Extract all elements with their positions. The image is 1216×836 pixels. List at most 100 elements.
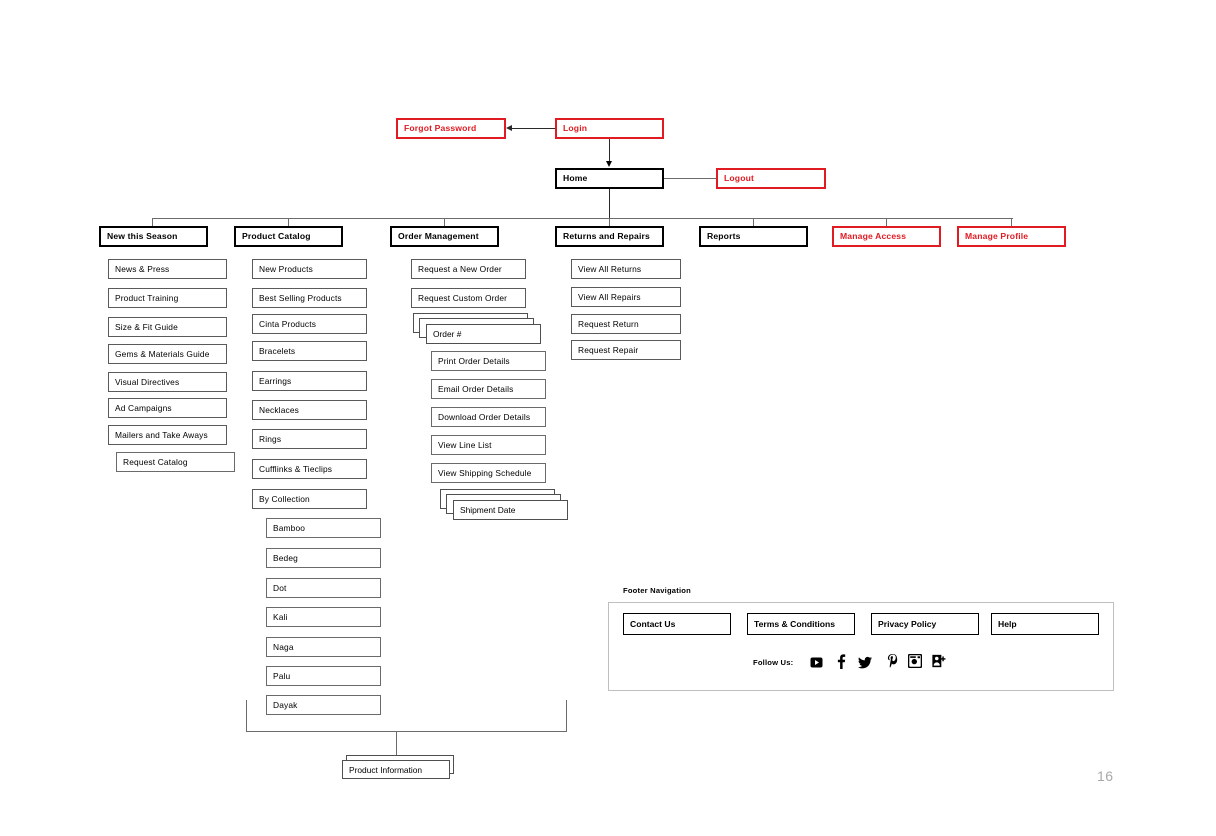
node-view-all-repairs[interactable]: View All Repairs [571, 287, 681, 307]
node-label: Product Catalog [242, 230, 311, 241]
youtube-icon[interactable] [809, 655, 823, 669]
node-collection-dot[interactable]: Dot [266, 578, 381, 598]
stack-front[interactable]: Product Information [342, 760, 450, 779]
connector-home-down [609, 189, 610, 218]
node-shipment-date-stack[interactable]: Shipment Date [440, 489, 575, 521]
connector-login-to-forgot [512, 128, 555, 129]
node-collection-dayak[interactable]: Dayak [266, 695, 381, 715]
node-visual-directives[interactable]: Visual Directives [108, 372, 227, 392]
node-label: Cufflinks & Tieclips [259, 463, 333, 474]
node-new-this-season[interactable]: New this Season [99, 226, 208, 247]
node-rings[interactable]: Rings [252, 429, 367, 449]
node-label: Palu [273, 670, 291, 681]
node-returns-and-repairs[interactable]: Returns and Repairs [555, 226, 664, 247]
footer-button-help[interactable]: Help [991, 613, 1099, 635]
node-collection-kali[interactable]: Kali [266, 607, 381, 627]
node-product-training[interactable]: Product Training [108, 288, 227, 308]
node-view-all-returns[interactable]: View All Returns [571, 259, 681, 279]
node-label: Email Order Details [438, 383, 514, 394]
node-label: Bamboo [273, 522, 306, 533]
footer-button-privacy-policy[interactable]: Privacy Policy [871, 613, 979, 635]
node-download-order-details[interactable]: Download Order Details [431, 407, 546, 427]
node-request-custom-order[interactable]: Request Custom Order [411, 288, 526, 308]
connector-home-to-logout [664, 178, 716, 179]
connector-product-info-bus [246, 731, 567, 732]
connector-drop-6 [886, 218, 887, 226]
node-ad-campaigns[interactable]: Ad Campaigns [108, 398, 227, 418]
twitter-icon[interactable] [858, 655, 872, 669]
node-order-number-stack[interactable]: Order # [413, 313, 548, 345]
node-label: Visual Directives [115, 376, 180, 387]
node-label: View All Repairs [578, 291, 641, 302]
node-request-repair[interactable]: Request Repair [571, 340, 681, 360]
node-request-return[interactable]: Request Return [571, 314, 681, 334]
node-label: Order Management [398, 230, 479, 241]
node-collection-bedeg[interactable]: Bedeg [266, 548, 381, 568]
node-collection-bamboo[interactable]: Bamboo [266, 518, 381, 538]
node-label: Request Return [578, 318, 639, 329]
node-label: By Collection [259, 493, 310, 504]
node-earrings[interactable]: Earrings [252, 371, 367, 391]
node-label: Naga [273, 641, 294, 652]
footer-button-label: Contact Us [630, 619, 676, 629]
node-label: View All Returns [578, 263, 642, 274]
node-manage-access[interactable]: Manage Access [832, 226, 941, 247]
node-best-selling-products[interactable]: Best Selling Products [252, 288, 367, 308]
node-logout[interactable]: Logout [716, 168, 826, 189]
stack-front[interactable]: Shipment Date [453, 500, 568, 520]
footer-button-label: Terms & Conditions [754, 619, 836, 629]
node-view-shipping-schedule[interactable]: View Shipping Schedule [431, 463, 546, 483]
node-new-products[interactable]: New Products [252, 259, 367, 279]
node-label: Shipment Date [460, 505, 516, 515]
connector-drop-5 [753, 218, 754, 226]
node-label: Dayak [273, 699, 298, 710]
node-print-order-details[interactable]: Print Order Details [431, 351, 546, 371]
arrow-to-home [605, 161, 612, 167]
node-news-and-press[interactable]: News & Press [108, 259, 227, 279]
footer-button-contact-us[interactable]: Contact Us [623, 613, 731, 635]
facebook-icon[interactable] [834, 653, 848, 669]
stack-front[interactable]: Order # [426, 324, 541, 344]
node-product-catalog[interactable]: Product Catalog [234, 226, 343, 247]
node-label: Earrings [259, 375, 292, 386]
node-request-a-new-order[interactable]: Request a New Order [411, 259, 526, 279]
node-cufflinks-and-tieclips[interactable]: Cufflinks & Tieclips [252, 459, 367, 479]
page-number: 16 [1097, 768, 1114, 784]
node-manage-profile[interactable]: Manage Profile [957, 226, 1066, 247]
node-size-and-fit-guide[interactable]: Size & Fit Guide [108, 317, 227, 337]
node-reports[interactable]: Reports [699, 226, 808, 247]
node-bracelets[interactable]: Bracelets [252, 341, 367, 361]
node-request-catalog[interactable]: Request Catalog [116, 452, 235, 472]
node-label: Logout [724, 172, 755, 183]
googleplus-icon[interactable] [932, 654, 946, 668]
node-product-information-stack[interactable]: Product Information [342, 755, 462, 783]
footer-button-label: Privacy Policy [878, 619, 937, 629]
footer-navigation-title: Footer Navigation [623, 586, 691, 595]
node-collection-palu[interactable]: Palu [266, 666, 381, 686]
node-label: Kali [273, 611, 288, 622]
node-login[interactable]: Login [555, 118, 664, 139]
connector-top-level-bus [152, 218, 1013, 219]
node-collection-naga[interactable]: Naga [266, 637, 381, 657]
connector-drop-4 [609, 218, 610, 226]
node-cinta-products[interactable]: Cinta Products [252, 314, 367, 334]
connector-product-info-drop [396, 731, 397, 755]
node-gems-and-materials-guide[interactable]: Gems & Materials Guide [108, 344, 227, 364]
node-mailers-and-take-aways[interactable]: Mailers and Take Aways [108, 425, 227, 445]
node-label: Request Custom Order [418, 292, 508, 303]
node-label: Product Information [349, 764, 423, 775]
node-email-order-details[interactable]: Email Order Details [431, 379, 546, 399]
node-by-collection[interactable]: By Collection [252, 489, 367, 509]
node-label: Rings [259, 433, 282, 444]
node-label: View Line List [438, 439, 492, 450]
node-view-line-list[interactable]: View Line List [431, 435, 546, 455]
footer-button-terms-and-conditions[interactable]: Terms & Conditions [747, 613, 855, 635]
node-label: Request Repair [578, 344, 639, 355]
pinterest-icon[interactable] [885, 653, 899, 668]
instagram-icon[interactable] [908, 654, 922, 668]
node-necklaces[interactable]: Necklaces [252, 400, 367, 420]
node-forgot-password[interactable]: Forgot Password [396, 118, 506, 139]
node-home[interactable]: Home [555, 168, 664, 189]
node-order-management[interactable]: Order Management [390, 226, 499, 247]
